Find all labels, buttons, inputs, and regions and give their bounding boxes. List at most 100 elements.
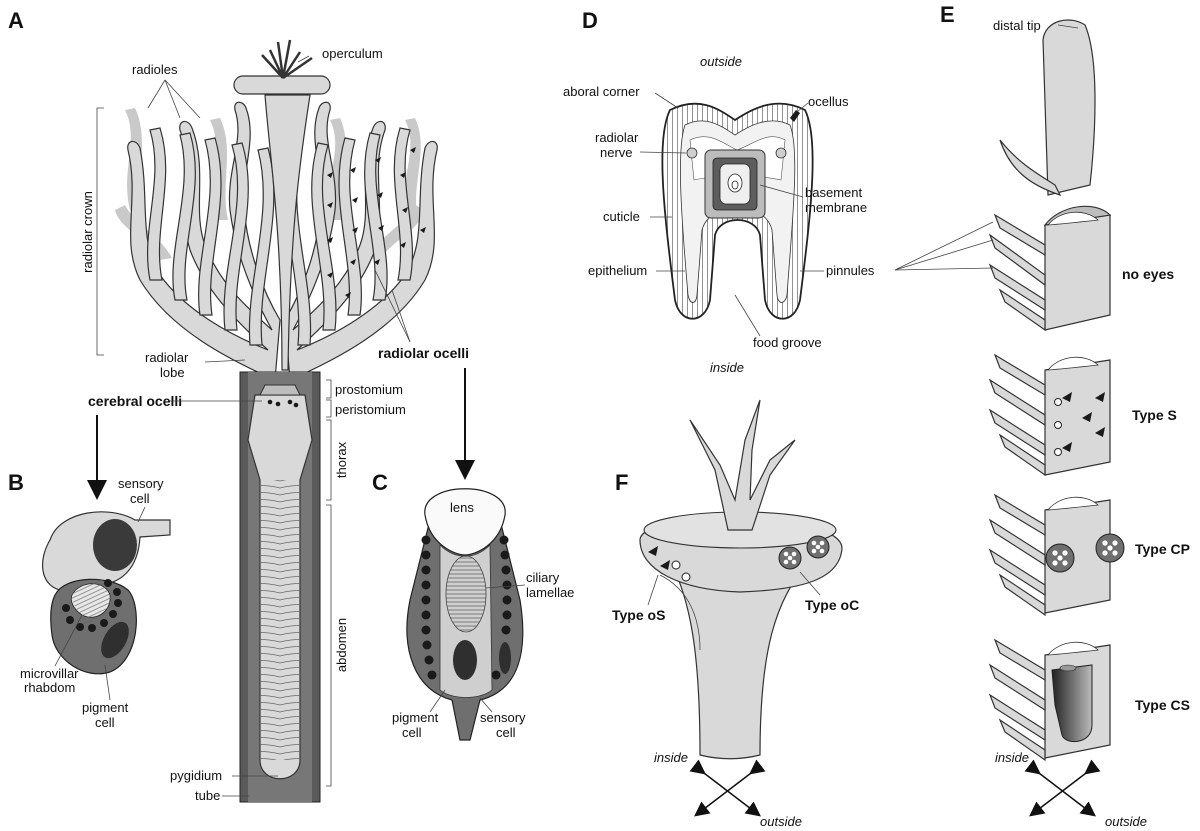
pigment-granules-c-left [421,535,437,680]
worm-body [247,384,313,780]
radioles-label: radioles [132,62,178,77]
lens [424,488,506,556]
panel-c-letter: C [372,470,388,495]
panel-e: E distal tip no eyes [894,2,1190,829]
operculum-label: operculum [322,46,383,61]
sensory-cell-nucleus [93,519,137,571]
ocellus-leader [796,102,809,113]
sensory-cell-label-c-2: cell [496,725,516,740]
type-cs-label: Type CS [1135,697,1190,713]
distal-tip-pinnule [999,139,1062,197]
pinnules-leaders-e [894,221,994,271]
food-groove-label: food groove [753,335,822,350]
type-os-leader [647,574,659,606]
operculum-spines [689,399,796,531]
pigment-cell-leader-b [104,664,111,701]
pigment-cell-leader-c [429,689,446,713]
segment-brackets [326,379,332,787]
pigment-cell-label-b-2: cell [95,715,115,730]
type-oc-ocelli [778,535,830,570]
prostomium-label: prostomium [335,382,403,397]
panel-d: D outside inside aboral corner ocellus r… [563,8,875,375]
ocellus-d [790,110,800,122]
radiolar-nerve-left [686,147,698,159]
segment-type-s [988,353,1111,477]
outside-label-f: outside [760,814,802,829]
radiolar-nerve-right [775,147,787,159]
sensory-cell-leader [137,506,146,523]
pigment-cell-nucleus [101,621,129,659]
type-s-label: Type S [1132,407,1177,423]
sensory-cell-label-1: sensory [118,476,164,491]
panel-e-letter: E [940,2,955,27]
ciliary-lamellae-label-1: ciliary [526,570,560,585]
tube-label: tube [195,788,220,803]
type-oc-label: Type oC [805,597,859,613]
ocellus-label: ocellus [808,94,849,109]
sensory-cell-leader-c [479,697,493,713]
radiolar-lobe-label-1: radiolar [145,350,189,365]
radiolar-ocelli-label: radiolar ocelli [378,345,469,361]
sensory-cell-label-2: cell [130,491,150,506]
radioles-leaders [147,55,310,119]
sensory-nucleus-c [453,640,477,680]
pigment-granules-b [62,579,122,632]
pigment-cell-label-c-2: cell [402,725,422,740]
orientation-arrows-f [689,759,766,817]
radiolar-nerve-leader [639,151,687,154]
peristomium-label: peristomium [335,402,406,417]
panel-b: B sensory cell microvillar rhabdom pigme… [8,470,171,730]
sensory-cell-label-c-1: sensory [480,710,526,725]
segment-type-cs [988,638,1111,762]
ciliary-lamellae [445,555,487,633]
food-groove-leader [734,294,761,337]
operculum-stalk [669,559,812,760]
pigment-cell-label-b-1: pigment [82,700,129,715]
radioles-left [146,127,275,346]
inside-label-f: inside [654,750,688,765]
segment-no-eyes [988,205,1112,332]
microvillar-rhabdom-label-2: rhabdom [24,680,75,695]
panel-a: A [8,8,475,803]
outside-label-e: outside [1105,814,1147,829]
inside-label-d: inside [710,360,744,375]
ciliary-lamellae-leader [485,584,526,589]
panel-d-letter: D [582,8,598,33]
pigment-cell-label-c-1: pigment [392,710,439,725]
basement-membrane-label-2: membrane [805,200,867,215]
inside-label-e: inside [995,750,1029,765]
aboral-corner-label: aboral corner [563,84,640,99]
outside-label-d: outside [700,54,742,69]
pinnules-label: pinnules [826,263,875,278]
panel-a-letter: A [8,8,24,33]
pigment-granules-c-right [491,535,512,680]
radiolar-lobe-label-2: lobe [160,365,185,380]
cerebral-ocelli-label: cerebral ocelli [88,393,182,409]
panel-b-letter: B [8,470,24,495]
basement-membrane-label-1: basement [805,185,862,200]
type-os-ocelli [648,546,691,582]
pygidium-label: pygidium [170,768,222,783]
radiolar-nerve-label-1: radiolar [595,130,639,145]
distal-tip [1042,19,1096,196]
type-cp-label: Type CP [1135,541,1190,557]
abdomen-label: abdomen [334,618,349,672]
pigment-nucleus-c [499,642,511,674]
distal-tip-label: distal tip [993,18,1041,33]
radiolar-ocelli-leaders [374,269,411,343]
lens-label: lens [450,500,474,515]
thorax-label: thorax [334,441,349,478]
basement-membrane-leader [759,184,804,198]
radiolar-crown-label: radiolar crown [80,191,95,273]
type-os-label: Type oS [612,607,665,623]
orientation-arrows-e [1024,759,1101,817]
segment-type-cp [988,493,1125,617]
radiolar-ocelli-marks [327,147,426,298]
panel-f: F Type oS Type oC [612,399,859,829]
ciliary-lamellae-label-2: lamellae [526,585,574,600]
operculum [233,39,331,371]
panel-f-letter: F [615,470,628,495]
aboral-corner-leader [654,92,679,109]
radiolar-lobe-leader [204,359,246,363]
